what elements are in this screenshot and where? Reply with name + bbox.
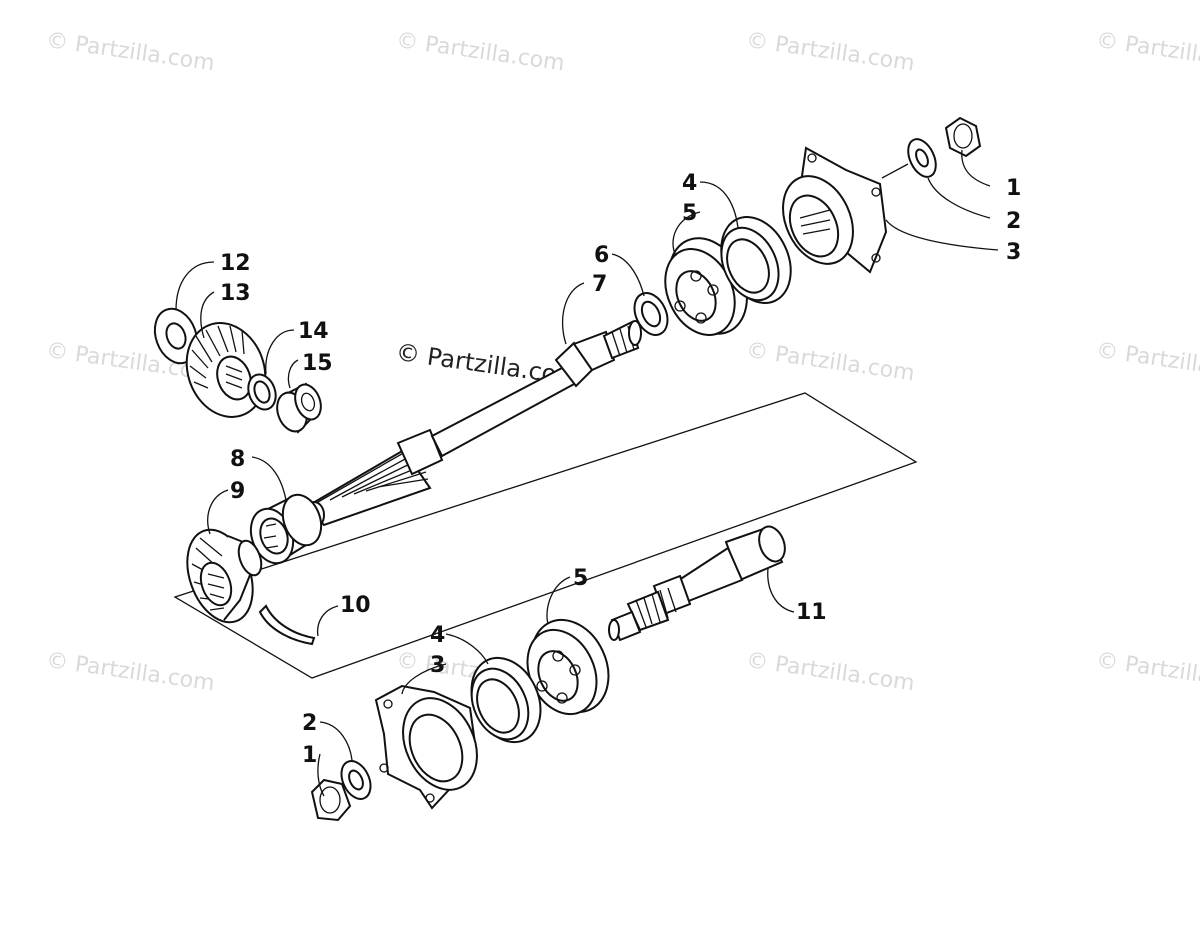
callout-15: 15 <box>302 351 333 376</box>
callout-7: 7 <box>592 272 607 297</box>
seal-4-top <box>720 216 792 304</box>
assembly-boundary <box>173 392 918 679</box>
callout-5-top: 5 <box>682 201 697 226</box>
callout-12: 12 <box>220 251 251 276</box>
callout-3-top: 3 <box>1006 240 1021 265</box>
nut-1-top <box>944 116 982 158</box>
output-shaft-11 <box>608 525 786 642</box>
needle-bearing-8 <box>249 493 323 565</box>
washer-12 <box>153 307 199 365</box>
bushing-15 <box>276 382 322 434</box>
callout-5-bottom: 5 <box>573 566 588 591</box>
seal-4-bottom <box>470 656 542 744</box>
callout-8: 8 <box>230 447 245 472</box>
washer-6 <box>633 292 669 336</box>
axis-line <box>881 163 909 179</box>
callout-6: 6 <box>594 243 609 268</box>
callout-13: 13 <box>220 281 251 306</box>
washer-2-bottom <box>340 760 372 800</box>
callout-2-top: 2 <box>1006 209 1021 234</box>
bevel-gear-9 <box>186 528 263 624</box>
callout-4-bottom: 4 <box>430 623 445 648</box>
callout-14: 14 <box>298 319 329 344</box>
callout-3-bottom: 3 <box>430 653 445 678</box>
snap-ring-10 <box>258 604 316 646</box>
leader-lines <box>175 149 999 797</box>
callout-11: 11 <box>796 600 827 625</box>
callout-2-bottom: 2 <box>302 711 317 736</box>
callout-1-top: 1 <box>1006 176 1021 201</box>
callout-1-bottom: 1 <box>302 743 317 768</box>
callout-4-top: 4 <box>682 171 697 196</box>
bearing-5-bottom <box>526 618 610 716</box>
main-shaft-7 <box>303 320 642 529</box>
hub-flange-3-bottom <box>374 684 478 810</box>
callout-9: 9 <box>230 479 245 504</box>
callout-10: 10 <box>340 593 371 618</box>
hub-flange-3-top <box>782 146 888 274</box>
washer-2-top <box>907 138 937 178</box>
bevel-gear-13 <box>185 322 267 418</box>
ring-14 <box>247 373 277 411</box>
